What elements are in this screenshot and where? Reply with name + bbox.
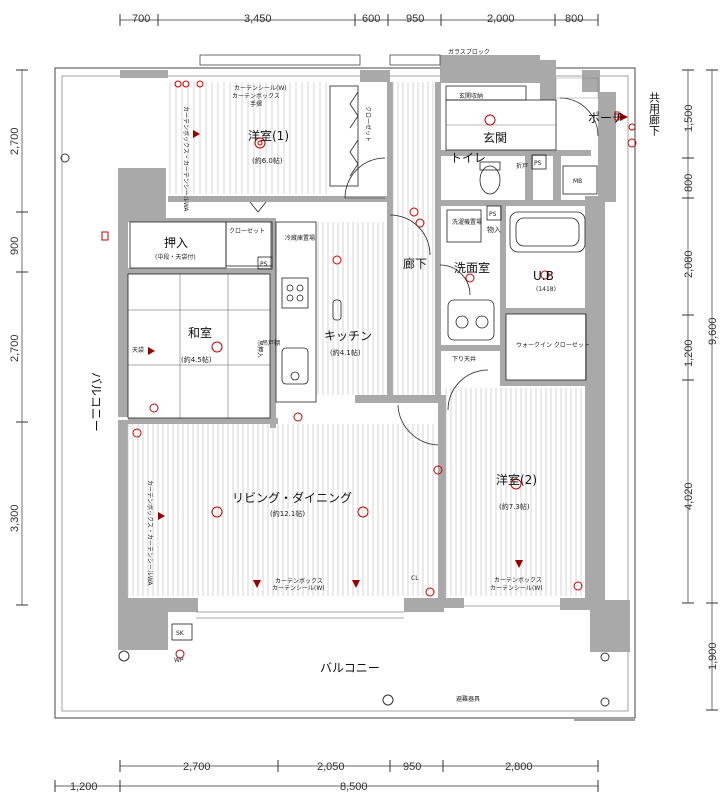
ps-label-3: PS: [260, 261, 268, 268]
balcony-outline: [54, 67, 636, 721]
walkin-label: ウォークイン クローゼット: [516, 341, 590, 349]
fridge-label: 冷蔵庫置場: [285, 234, 315, 242]
balcony-side-label: バルコニー: [89, 372, 103, 432]
toilet-label: トイレ: [450, 151, 486, 165]
dim-right-2080: 2,080: [683, 250, 695, 278]
dim-left-3300: 3,300: [9, 504, 21, 532]
oshiire-sub: (中段・天袋付): [155, 253, 196, 261]
bottom-dimensions: 2,700 2,050 950 2,800 1,200 8,500: [54, 760, 599, 793]
western1-area: (約6.0帖): [252, 156, 283, 165]
oshiire-name: 押入: [164, 236, 188, 250]
ub-size: (1418): [536, 286, 556, 293]
dim-right-9600: 9,600: [707, 317, 719, 345]
curtain-living-box: カーテンボックス: [275, 577, 323, 585]
dim-left-2700a: 2,700: [9, 127, 21, 155]
shelf-label: 吊戸棚: [262, 339, 280, 347]
curtain-hand-label: 手摺: [250, 100, 262, 108]
western1-name: 洋室(1): [248, 128, 289, 143]
western2-name: 洋室(2): [496, 472, 537, 487]
room-labels: 洋室(1) (約6.0帖) クローゼット クローゼット 押入 (中段・天袋付) …: [89, 92, 661, 675]
fold-door-label: 折戸: [516, 162, 528, 170]
kitchen-name: キッチン: [324, 329, 372, 343]
washitsu-note2: 吊押入: [256, 340, 264, 358]
fixtures: [127, 54, 599, 641]
washer-label: 洗濯機置場: [452, 218, 482, 226]
annotation-labels: ガラスブロック カーテンシール(W) カーテンボックス 手摺 カーテンボックス …: [146, 48, 582, 703]
left-dimensions: 2,700 900 2,700 3,300: [9, 69, 28, 606]
dim-right-4020: 4,020: [683, 482, 695, 510]
dim-top-3450: 3,450: [244, 13, 272, 25]
closet2-label: クローゼット: [229, 227, 265, 235]
dim-bottom-2700: 2,700: [183, 761, 211, 773]
living-name: リビング・ダイニング: [232, 490, 352, 505]
dim-left-2700b: 2,700: [9, 334, 21, 362]
ps-label-1: PS: [534, 160, 542, 167]
dim-bottom-2800: 2,800: [505, 761, 533, 773]
dim-top-800: 800: [565, 13, 583, 25]
handrail-bottom-label: 避難器具: [456, 695, 480, 703]
closet1-label: クローゼット: [364, 106, 372, 142]
storage-label: 物入: [487, 225, 501, 234]
washitsu-name: 和室: [188, 325, 212, 340]
kitchen-area: (約4.1帖): [330, 348, 361, 357]
down-wall-label: 下り天井: [452, 355, 476, 363]
washitsu-note: 天袋: [132, 346, 144, 354]
dim-bottom-8500: 8,500: [340, 781, 368, 793]
washroom-label: 洗面室: [454, 260, 490, 275]
dim-right-1200: 1,200: [683, 339, 695, 367]
glass-block-label: ガラスブロック: [448, 48, 490, 56]
sk-label: SK: [176, 630, 185, 637]
corridor-label: 廊下: [403, 256, 427, 271]
washitsu-area: (約4.5帖): [181, 355, 212, 364]
dim-right-1500: 1,500: [683, 104, 695, 132]
mb-label: MB: [573, 178, 582, 185]
curtain-box-top-label: カーテンボックス: [232, 92, 280, 100]
dim-bottom-2050: 2,050: [317, 761, 345, 773]
vert-curtain-1: カーテンボックス・カーテンシールWA: [182, 106, 190, 212]
entrance-label: 玄関: [483, 130, 507, 145]
dim-top-700: 700: [132, 13, 150, 25]
porch-label: ポーチ: [588, 111, 624, 125]
cl-label: CL: [411, 575, 419, 582]
dim-bottom-1200: 1,200: [70, 781, 98, 793]
western2-area: (約7.3帖): [499, 502, 530, 511]
ps-label-2: PS: [489, 211, 497, 218]
wp-label: WP: [174, 657, 184, 664]
dim-top-2000: 2,000: [487, 13, 515, 25]
dim-left-900: 900: [9, 237, 21, 255]
electrical-symbols: [101, 80, 637, 659]
curtain-w2-box: カーテンボックス: [494, 576, 542, 584]
right-dimensions: 1,500 800 2,080 1,200 4,020 9,600 1,900: [682, 69, 719, 711]
ub-name: U.B: [533, 269, 554, 283]
balcony-bottom-label: バルコニー: [320, 661, 380, 675]
vert-curtain-2: カーテンボックス・カーテンシールWA: [146, 480, 154, 586]
common-corridor-label: 共用廊下: [648, 92, 661, 137]
dim-top-600: 600: [362, 13, 380, 25]
dim-bottom-950: 950: [403, 761, 421, 773]
curtain-living-seal: カーテンシール(W): [272, 585, 325, 592]
dim-right-800: 800: [683, 174, 695, 192]
walls: [118, 55, 630, 652]
dim-right-1900: 1,900: [707, 642, 719, 670]
curtain-top-label: カーテンシール(W): [234, 85, 287, 92]
shoe-storage-label: 玄関収納: [459, 92, 483, 100]
floor-boards: [127, 82, 582, 596]
dim-top-950: 950: [406, 13, 424, 25]
living-area: (約12.1帖): [270, 509, 305, 518]
curtain-w2-seal: カーテンシール(W): [490, 585, 543, 592]
top-dimensions: 700 3,450 600 950 2,000 800: [119, 13, 599, 26]
